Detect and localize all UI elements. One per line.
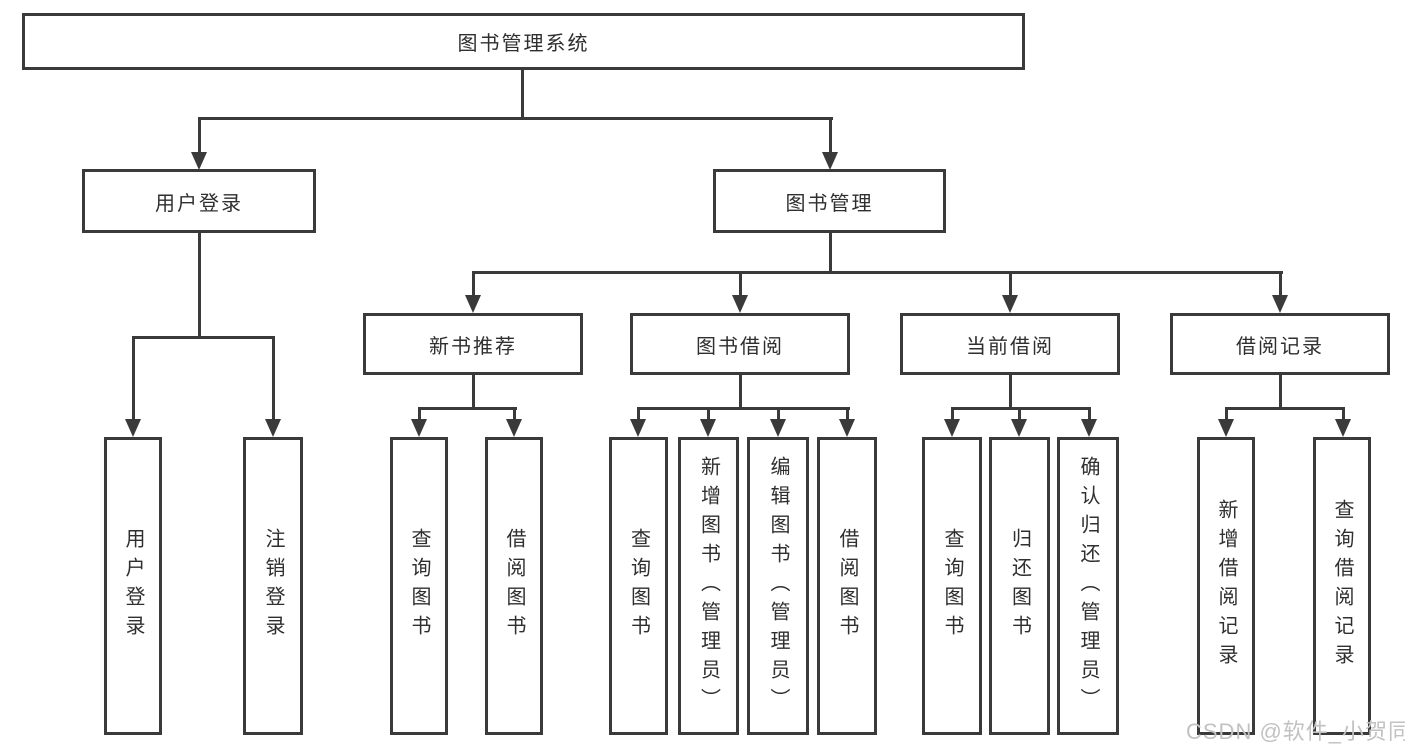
watermark: CSDN @软件_小贺同学 <box>1186 719 1405 744</box>
connector-book-mgmt-stub <box>829 233 832 271</box>
connector-current-borrow-hbar <box>951 407 1091 410</box>
arrow-down-cb-return <box>1011 419 1027 437</box>
connector-level3-hbar <box>472 271 1283 274</box>
connector-drop-leaf-logout <box>272 336 275 419</box>
node-book-mgmt: 图书管理 <box>713 169 946 233</box>
connector-drop-bb-edit <box>777 407 780 419</box>
connector-user-login-stub <box>198 233 201 336</box>
leaf-bb-add-book-admin: 新增图书（管理员） <box>678 437 739 735</box>
node-borrow-records: 借阅记录 <box>1170 313 1390 375</box>
arrow-down-nb-query <box>411 419 427 437</box>
arrow-down-cb-confirm <box>1081 419 1097 437</box>
arrow-down-book-borrow <box>732 295 748 313</box>
arrow-down-br-query <box>1335 419 1351 437</box>
arrow-down-user-login <box>191 152 207 170</box>
connector-drop-nb-query <box>418 407 421 419</box>
arrow-down-bb-borrow <box>839 419 855 437</box>
connector-book-borrow-hbar <box>637 407 850 410</box>
arrow-down-br-add <box>1218 419 1234 437</box>
leaf-user-login: 用户登录 <box>104 437 162 735</box>
connector-drop-cb-confirm <box>1088 407 1091 419</box>
connector-drop-bb-add <box>707 407 710 419</box>
arrow-down-cb-query <box>944 419 960 437</box>
arrow-down-new-book <box>465 295 481 313</box>
connector-root-stub <box>521 70 524 117</box>
connector-borrow-records-stub <box>1279 375 1282 407</box>
connector-drop-bb-query <box>637 407 640 419</box>
connector-borrow-records-hbar <box>1225 407 1345 410</box>
leaf-nb-query-books: 查询图书 <box>390 437 448 735</box>
leaf-nb-borrow-books: 借阅图书 <box>485 437 543 735</box>
connector-drop-book-mgmt <box>829 117 832 152</box>
arrow-down-bb-edit <box>770 419 786 437</box>
connector-drop-book-borrow <box>739 271 742 295</box>
connector-drop-cb-query <box>951 407 954 419</box>
connector-user-login-hbar <box>132 336 275 339</box>
connector-current-borrow-stub <box>1009 375 1012 407</box>
node-new-book-recommend: 新书推荐 <box>363 313 583 375</box>
arrow-down-current-borrow <box>1002 295 1018 313</box>
leaf-bb-edit-book-admin: 编辑图书（管理员） <box>747 437 809 735</box>
connector-drop-nb-borrow <box>513 407 516 419</box>
leaf-br-add-record: 新增借阅记录 <box>1197 437 1255 735</box>
arrow-down-leaf-login <box>125 419 141 437</box>
connector-drop-br-query <box>1342 407 1345 419</box>
connector-book-borrow-stub <box>739 375 742 407</box>
connector-drop-current-borrow <box>1009 271 1012 295</box>
arrow-down-borrow-records <box>1272 295 1288 313</box>
leaf-cb-confirm-return-admin: 确认归还（管理员） <box>1057 437 1119 735</box>
root-node-library-system: 图书管理系统 <box>22 13 1025 70</box>
leaf-br-query-record: 查询借阅记录 <box>1313 437 1371 735</box>
connector-drop-cb-return <box>1018 407 1021 419</box>
leaf-bb-query-books: 查询图书 <box>609 437 668 735</box>
leaf-cb-query-books: 查询图书 <box>922 437 982 735</box>
connector-drop-leaf-login <box>132 336 135 419</box>
connector-new-book-hbar <box>418 407 517 410</box>
arrow-down-bb-add <box>700 419 716 437</box>
arrow-down-nb-borrow <box>506 419 522 437</box>
connector-drop-new-book <box>472 271 475 295</box>
connector-new-book-stub <box>472 375 475 407</box>
arrow-down-leaf-logout <box>265 419 281 437</box>
connector-drop-borrow-records <box>1279 271 1282 295</box>
connector-drop-br-add <box>1225 407 1228 419</box>
node-book-borrow: 图书借阅 <box>630 313 850 375</box>
node-current-borrow: 当前借阅 <box>900 313 1120 375</box>
leaf-cb-return-book: 归还图书 <box>989 437 1050 735</box>
arrow-down-book-mgmt <box>822 152 838 170</box>
connector-level1-hbar <box>198 117 833 120</box>
arrow-down-bb-query <box>630 419 646 437</box>
leaf-logout: 注销登录 <box>243 437 303 735</box>
connector-drop-bb-borrow <box>846 407 849 419</box>
connector-drop-user-login <box>198 117 201 152</box>
node-user-login: 用户登录 <box>82 169 316 233</box>
leaf-bb-borrow-books: 借阅图书 <box>817 437 877 735</box>
